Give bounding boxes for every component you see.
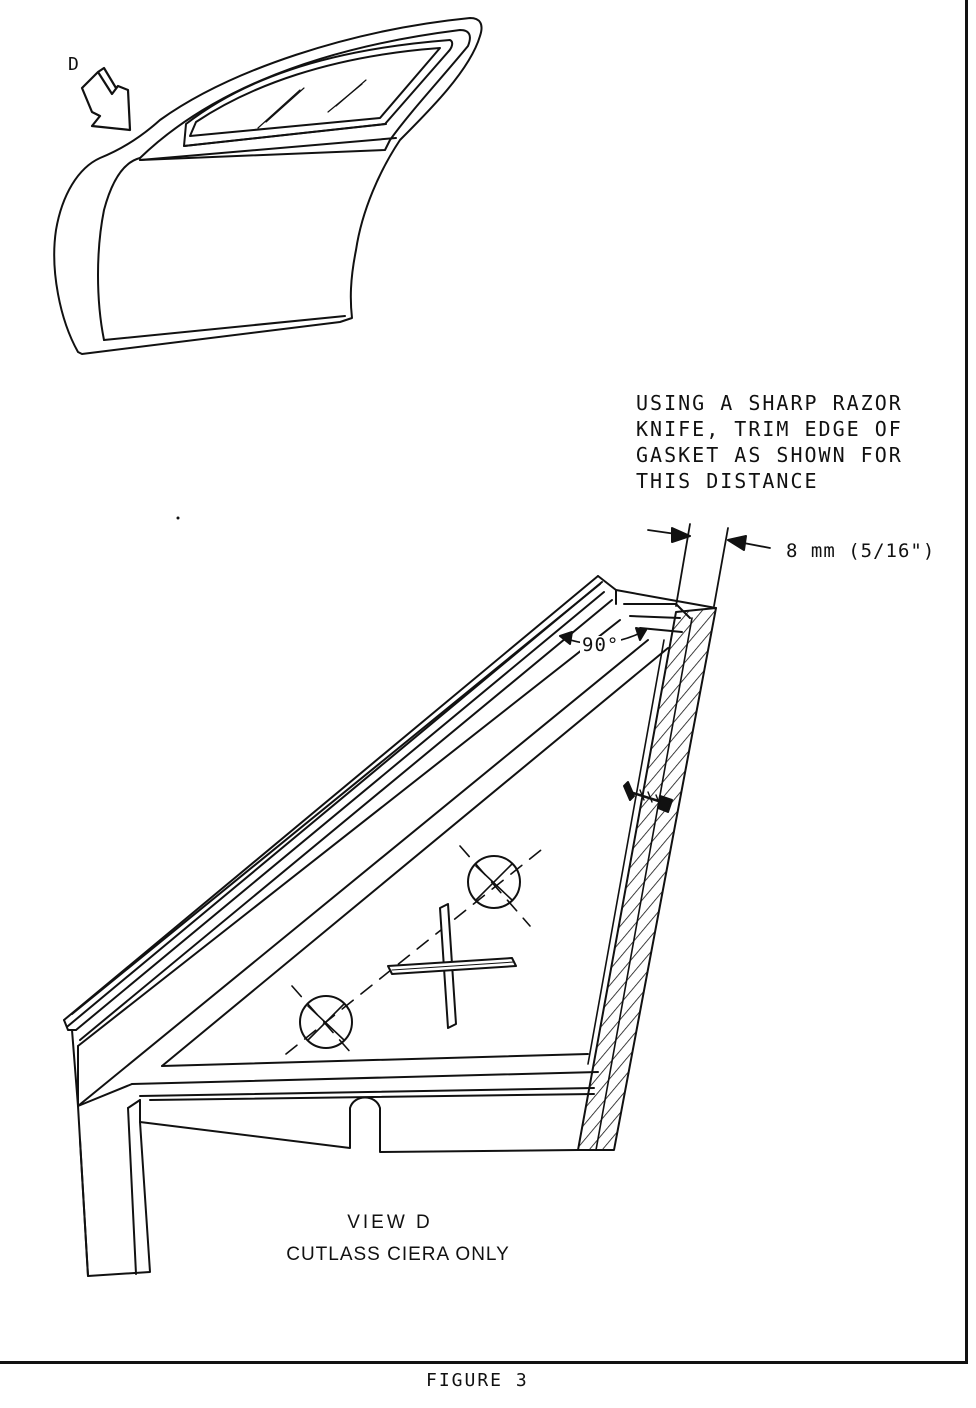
instruction-line: GASKET AS SHOWN FOR	[636, 443, 903, 467]
screw-icon	[623, 781, 673, 813]
instruction-line: THIS DISTANCE	[636, 469, 819, 493]
figure-caption: FIGURE 3	[426, 1370, 529, 1391]
view-direction-arrow-icon	[80, 66, 132, 132]
page-frame	[0, 0, 968, 1364]
stray-mark	[176, 516, 180, 520]
dimension-label: 8 mm (5/16")	[786, 540, 936, 562]
view-d-detail-illustration	[63, 523, 771, 1277]
view-subtitle: CUTLASS CIERA ONLY	[286, 1244, 510, 1265]
door-overview-illustration	[53, 17, 483, 355]
view-marker-label: D	[68, 54, 80, 75]
view-title: VIEW D	[347, 1212, 433, 1233]
instruction-line: USING A SHARP RAZOR	[636, 391, 903, 415]
angle-label: 90°	[580, 634, 622, 656]
instruction-line: KNIFE, TRIM EDGE OF	[636, 417, 903, 441]
instruction-note: USING A SHARP RAZOR KNIFE, TRIM EDGE OF …	[636, 390, 936, 494]
